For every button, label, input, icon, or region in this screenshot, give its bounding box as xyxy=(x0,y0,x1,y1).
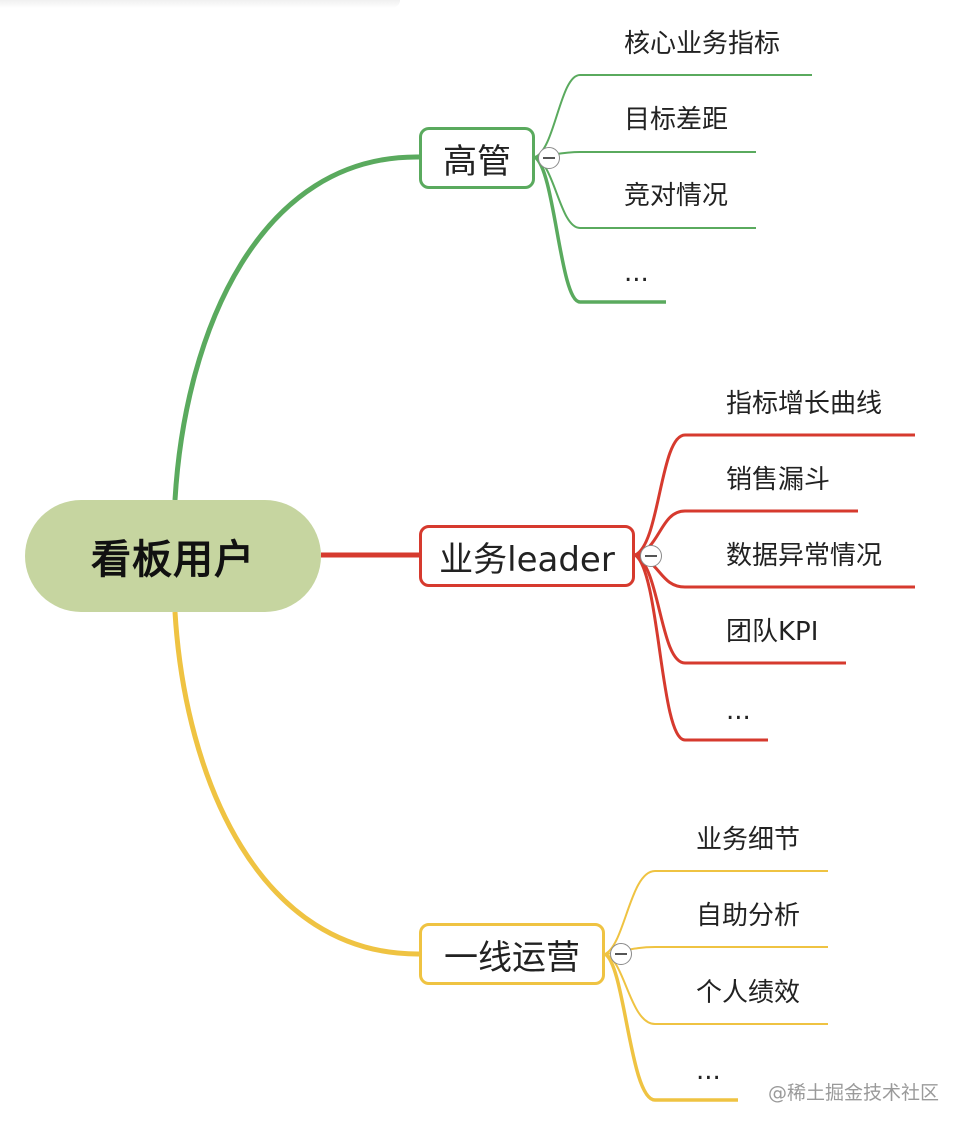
leaf-business-leader-1[interactable]: 指标增长曲线 xyxy=(726,389,883,419)
connector-root-yellow xyxy=(172,611,420,957)
leaf-executives-3[interactable]: 竞对情况 xyxy=(624,181,729,211)
leaf-business-leader-3[interactable]: 数据异常情况 xyxy=(726,541,883,571)
leaf-frontline-ops-3[interactable]: 个人绩效 xyxy=(696,978,801,1008)
branch-node-frontline-ops[interactable]: 一线运营 xyxy=(419,923,605,985)
branch-node-business-leader[interactable]: 业务leader xyxy=(419,525,635,587)
connector-root-green xyxy=(172,154,420,501)
leaf-frontline-ops-2[interactable]: 自助分析 xyxy=(696,901,801,931)
connector-yellow-2 xyxy=(604,946,828,955)
top-shadow-decoration xyxy=(0,0,400,8)
connector-green-2 xyxy=(534,151,756,158)
leaf-business-leader-5[interactable]: ... xyxy=(726,696,751,726)
branch-node-executives[interactable]: 高管 xyxy=(419,127,535,189)
leaf-executives-4[interactable]: ... xyxy=(624,258,649,288)
leaf-frontline-ops-1[interactable]: 业务细节 xyxy=(696,825,801,855)
leaf-executives-2[interactable]: 目标差距 xyxy=(624,105,729,135)
leaf-frontline-ops-4[interactable]: ... xyxy=(696,1056,721,1086)
connector-yellow-4 xyxy=(603,952,738,1102)
collapse-toggle-business-leader[interactable] xyxy=(640,545,662,567)
connector-red-1 xyxy=(634,433,915,557)
collapse-toggle-executives[interactable] xyxy=(538,147,560,169)
watermark: @稀土掘金技术社区 xyxy=(768,1082,940,1104)
leaf-executives-1[interactable]: 核心业务指标 xyxy=(624,29,781,59)
leaf-business-leader-2[interactable]: 销售漏斗 xyxy=(726,465,831,495)
collapse-toggle-frontline-ops[interactable] xyxy=(610,943,632,965)
leaf-business-leader-4[interactable]: 团队KPI xyxy=(726,617,819,647)
connector-red-5 xyxy=(633,553,768,742)
connector-green-4 xyxy=(533,155,666,304)
root-node[interactable]: 看板用户 xyxy=(25,500,321,612)
